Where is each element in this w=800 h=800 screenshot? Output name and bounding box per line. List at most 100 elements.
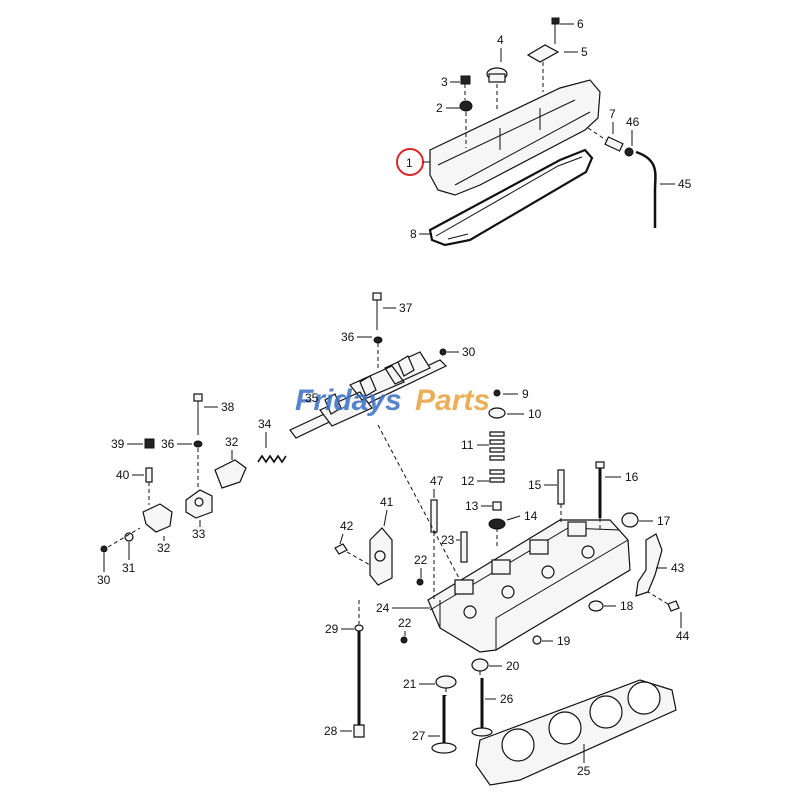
- rocker-arm-32[interactable]: [142, 503, 173, 533]
- callout-4: 4: [497, 33, 504, 47]
- callout-labels: 1 2 3 4 5 6 7 8 46 45 37 36 30 35 38 34 …: [97, 17, 692, 778]
- pin-19[interactable]: [532, 635, 542, 645]
- callout-24: 24: [376, 601, 390, 615]
- callout-39: 39: [111, 437, 125, 451]
- callout-36-left: 36: [161, 437, 175, 451]
- callout-25: 25: [577, 764, 591, 778]
- valve-cover-gasket[interactable]: [428, 148, 594, 247]
- rocker-shaft-group: [100, 292, 448, 553]
- callout-7: 7: [609, 107, 616, 121]
- head-bolt-16[interactable]: [595, 461, 605, 469]
- bolt-6[interactable]: [551, 17, 560, 25]
- callout-44: 44: [676, 629, 690, 643]
- stud-15[interactable]: [557, 469, 565, 505]
- callout-13: 13: [465, 499, 479, 513]
- callout-2: 2: [436, 101, 443, 115]
- callout-19: 19: [557, 634, 571, 648]
- valve-spring-11[interactable]: [489, 431, 505, 461]
- valve-cover-group: [428, 17, 657, 247]
- bolt-37[interactable]: [372, 292, 382, 301]
- valve-spring-12[interactable]: [489, 469, 505, 483]
- callout-30-right: 30: [462, 345, 476, 359]
- guide-21[interactable]: [435, 675, 457, 689]
- callout-35: 35: [305, 391, 319, 405]
- callout-34: 34: [258, 417, 272, 431]
- cotter-9[interactable]: [493, 389, 501, 397]
- stud-23[interactable]: [460, 531, 468, 563]
- stud-40[interactable]: [145, 467, 153, 483]
- callout-38: 38: [221, 400, 235, 414]
- callout-16: 16: [625, 470, 639, 484]
- breather-hose[interactable]: [635, 150, 657, 228]
- seal-20[interactable]: [471, 658, 489, 672]
- callout-37: 37: [399, 301, 413, 315]
- rocker-spring[interactable]: [257, 454, 287, 464]
- cylinder-head-group: [334, 389, 680, 653]
- assembly-lines: [358, 424, 601, 696]
- dowel-22a[interactable]: [416, 578, 424, 586]
- callout-31: 31: [122, 561, 136, 575]
- callout-46: 46: [626, 115, 640, 129]
- watermark-text-a: Fridays: [295, 384, 402, 417]
- callout-8: 8: [410, 227, 417, 241]
- callout-42: 42: [340, 519, 354, 533]
- plug-30b[interactable]: [439, 348, 447, 356]
- clamp-46[interactable]: [624, 147, 634, 157]
- plug-30a[interactable]: [100, 545, 108, 553]
- callout-22-upper: 22: [414, 553, 428, 567]
- hose-bracket[interactable]: [635, 533, 663, 597]
- callout-18: 18: [620, 599, 634, 613]
- callout-33: 33: [192, 527, 206, 541]
- bolt-42[interactable]: [334, 543, 348, 555]
- cylinder-head[interactable]: [427, 519, 631, 653]
- seal-13[interactable]: [492, 501, 502, 511]
- callout-15: 15: [528, 478, 542, 492]
- bolt-38[interactable]: [193, 393, 203, 402]
- callout-32-upper: 32: [225, 435, 239, 449]
- callout-21: 21: [403, 677, 417, 691]
- callout-40: 40: [116, 468, 130, 482]
- callout-17: 17: [657, 514, 671, 528]
- callout-47: 47: [430, 474, 444, 488]
- cup-plug-17[interactable]: [621, 512, 639, 528]
- callout-6: 6: [577, 17, 584, 31]
- callout-20: 20: [506, 659, 520, 673]
- callout-22-lower: 22: [398, 616, 412, 630]
- cap-nut[interactable]: [460, 75, 471, 85]
- nut-39[interactable]: [144, 438, 155, 449]
- callout-3: 3: [441, 75, 448, 89]
- callout-12: 12: [461, 474, 475, 488]
- seat-14[interactable]: [488, 518, 506, 530]
- callout-29: 29: [325, 622, 339, 636]
- rocker-arm-32-b[interactable]: [214, 459, 247, 489]
- tappet-28[interactable]: [353, 724, 365, 738]
- breather-cap[interactable]: [526, 44, 560, 63]
- callout-36-top: 36: [341, 330, 355, 344]
- callout-32-lower: 32: [157, 541, 171, 555]
- callout-30-left: 30: [97, 573, 111, 587]
- watermark: Fridays Parts: [295, 384, 490, 417]
- callout-1: 1: [406, 156, 413, 170]
- callout-43: 43: [671, 561, 685, 575]
- callout-45: 45: [678, 177, 692, 191]
- callout-10: 10: [528, 407, 542, 421]
- plug-18[interactable]: [588, 600, 604, 612]
- callout-11: 11: [461, 438, 474, 452]
- callout-9: 9: [522, 387, 529, 401]
- callout-26: 26: [500, 692, 514, 706]
- callout-14: 14: [524, 509, 538, 523]
- callout-27: 27: [412, 729, 426, 743]
- breather-pipe[interactable]: [604, 136, 624, 152]
- seal-washer[interactable]: [459, 100, 473, 112]
- callout-41: 41: [380, 495, 394, 509]
- callout-28: 28: [324, 724, 338, 738]
- retainer-10[interactable]: [488, 407, 506, 419]
- watermark-text-b: Parts: [415, 384, 490, 417]
- lower-parts-group: [353, 624, 677, 786]
- nut-31[interactable]: [124, 532, 134, 542]
- callout-5: 5: [581, 45, 588, 59]
- bolt-44[interactable]: [667, 600, 680, 612]
- dowel-22b[interactable]: [400, 636, 408, 644]
- callout-23: 23: [441, 533, 455, 547]
